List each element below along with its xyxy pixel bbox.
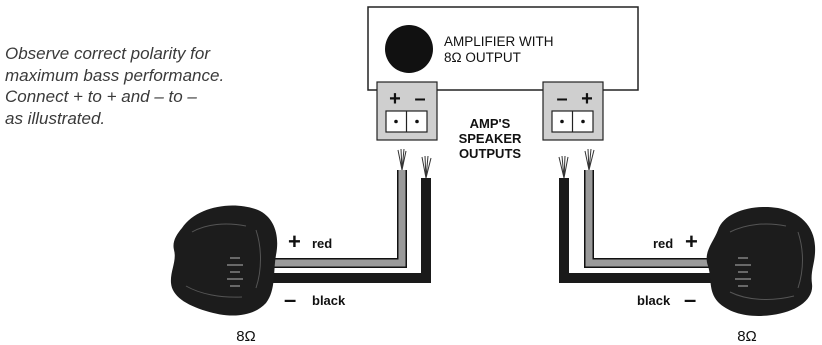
left-black-label: black [312,293,346,308]
right-black-label: black [637,293,671,308]
speaker-outputs-line3: OUTPUTS [459,146,521,161]
left-positive-symbol: + [288,229,301,254]
left-terminal-block: + – [376,81,438,141]
left-terminal-pin-negative [415,119,419,124]
right-speaker-vent-icon [735,257,751,287]
instruction-line-3: Connect + to + and – to – [5,87,197,106]
left-terminal-plus: + [389,88,401,110]
right-speaker-wires [559,170,720,283]
right-speaker-impedance: 8Ω [737,328,757,345]
left-terminal-minus: – [414,88,425,110]
left-speaker-impedance: 8Ω [236,328,256,345]
right-red-wire [585,170,720,267]
instruction-line-1: Observe correct polarity for [5,44,211,63]
left-black-wire [258,178,431,283]
left-red-label: red [312,236,332,251]
left-red-wire [258,170,406,267]
amplifier-knob-icon [385,25,433,73]
right-terminal-pin-positive [581,119,585,124]
speaker-outputs-label: AMP'S SPEAKER OUTPUTS [459,116,522,161]
left-speaker-wires [258,170,431,283]
amplifier: AMPLIFIER WITH 8Ω OUTPUT [367,6,639,91]
amplifier-label-line2: 8Ω OUTPUT [444,50,521,65]
right-terminal-block: – + [542,81,604,141]
right-black-wire [559,178,720,283]
right-terminal-pin-negative [560,119,564,124]
left-speaker: + red – black 8Ω [170,205,346,345]
right-positive-symbol: + [685,229,698,254]
right-red-label: red [653,236,673,251]
right-speaker: red + black – 8Ω [637,206,816,345]
left-terminal-pin-positive [394,119,398,124]
right-negative-symbol: – [684,287,696,312]
right-terminal-minus: – [556,88,567,110]
instruction-line-2: maximum bass performance. [5,65,225,85]
polarity-instructions: Observe correct polarity for maximum bas… [5,43,305,129]
left-speaker-vent-icon [227,257,243,287]
right-terminal-plus: + [581,88,593,110]
wire-strands [397,148,595,179]
right-speaker-body [706,206,816,316]
left-speaker-body [170,205,278,316]
instruction-line-4: as illustrated. [5,108,106,128]
amplifier-label-line1: AMPLIFIER WITH [444,34,554,49]
speaker-outputs-line1: AMP'S [470,116,511,131]
left-negative-symbol: – [284,287,296,312]
speaker-outputs-line2: SPEAKER [459,131,522,146]
